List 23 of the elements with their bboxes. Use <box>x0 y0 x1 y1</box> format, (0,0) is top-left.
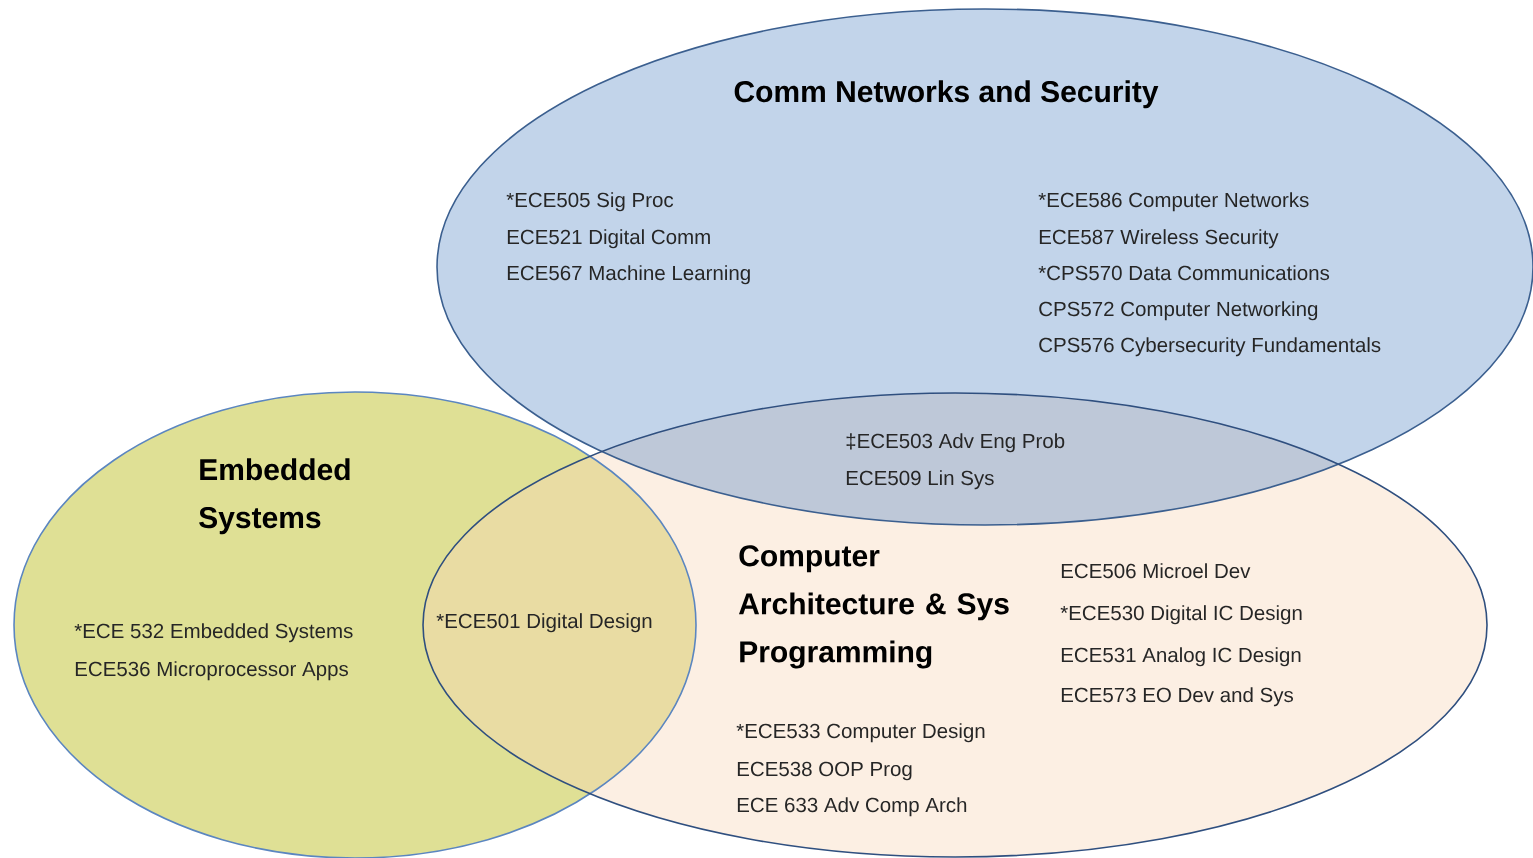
course-item: *ECE530 Digital IC Design <box>1060 605 1302 625</box>
course-item: CPS576 Cybersecurity Fundamentals <box>1039 337 1381 357</box>
course-item: ECE567 Machine Learning <box>507 265 750 285</box>
heading: Comm Networks and Security <box>734 80 1159 109</box>
heading: Computer Architecture & Sys Programming <box>738 545 1009 669</box>
course-item: *ECE505 Sig Proc <box>506 192 674 212</box>
course-item: *ECE586 Computer Networks <box>1038 192 1309 212</box>
heading: Embedded Systems <box>199 458 350 535</box>
course-item: ECE538 OOP Prog <box>737 761 912 781</box>
course-item: ECE509 Lin Sys <box>846 470 994 490</box>
course-item: ECE521 Digital Comm <box>507 229 710 249</box>
course-item: ECE573 EO Dev and Sys <box>1061 687 1293 707</box>
course-item: ECE536 Microprocessor Apps <box>75 661 348 681</box>
course-item: ‡ECE503 Adv Eng Prob <box>846 433 1065 453</box>
course-item: *ECE 532 Embedded Systems <box>74 623 353 643</box>
course-item: CPS572 Computer Networking <box>1039 301 1318 321</box>
course-item: ECE587 Wireless Security <box>1039 229 1279 249</box>
course-item: ECE506 Microel Dev <box>1061 563 1251 579</box>
course-item: *CPS570 Data Communications <box>1038 265 1330 281</box>
course-item: *ECE501 Digital Design <box>436 613 652 633</box>
course-item: ECE 633 Adv Comp Arch <box>737 797 967 817</box>
course-item: ECE531 Analog IC Design <box>1061 647 1301 667</box>
course-item: *ECE533 Computer Design <box>736 723 985 743</box>
